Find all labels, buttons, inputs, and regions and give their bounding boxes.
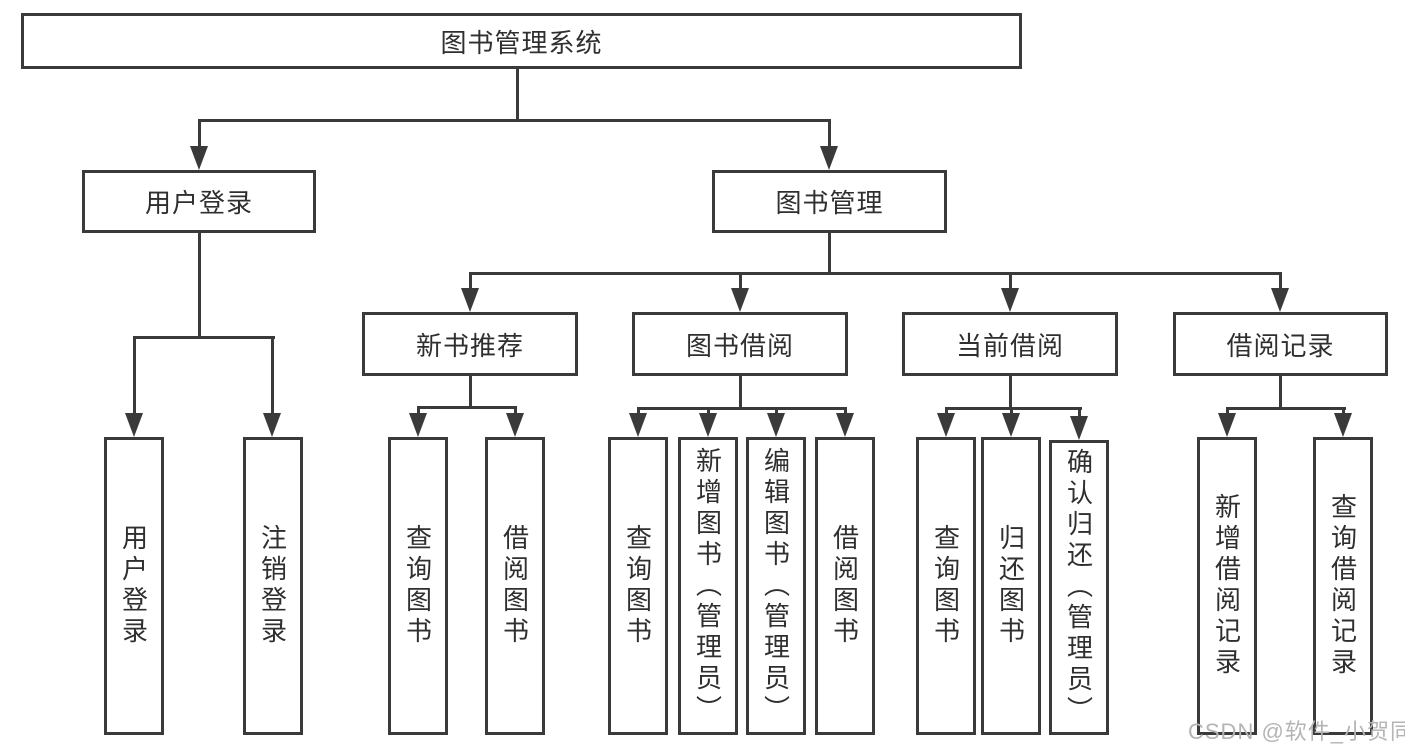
connector-new-book-stem xyxy=(469,376,472,408)
arrowhead-leaf-query-current xyxy=(937,413,955,437)
arrowhead-leaf-confirm-return xyxy=(1070,416,1088,440)
connector-to-leaf-borrow-recommend xyxy=(514,407,517,416)
connector-to-leaf-query-recommend xyxy=(417,407,420,416)
connector-current-borrowing-crossbar xyxy=(945,407,1082,410)
connector-borrowing-records-crossbar xyxy=(1226,407,1346,410)
connector-borrowing-records-stem xyxy=(1279,376,1282,409)
arrowhead-leaf-query-borrowing xyxy=(629,413,647,437)
connector-to-user-login xyxy=(198,120,201,148)
connector-to-leaf-confirm-return xyxy=(1078,408,1081,416)
arrowhead-book-management xyxy=(820,146,838,170)
connector-to-leaf-logout xyxy=(271,337,274,415)
connector-book-management-stem xyxy=(828,233,831,274)
connector-to-current-borrowing xyxy=(1009,273,1012,291)
leaf-query-borrow-record: 查询借阅记录 xyxy=(1313,437,1373,735)
connector-book-borrowing-crossbar xyxy=(637,407,847,410)
connector-book-management-crossbar xyxy=(469,272,1282,275)
connector-to-leaf-query-record xyxy=(1342,408,1345,416)
arrowhead-leaf-logout xyxy=(263,413,281,437)
connector-to-leaf-query-borrowing xyxy=(637,408,640,416)
node-root-library-management-system: 图书管理系统 xyxy=(21,13,1022,69)
connector-user-login-crossbar xyxy=(133,336,275,339)
connector-to-leaf-user-login xyxy=(133,337,136,415)
arrowhead-leaf-user-login xyxy=(125,413,143,437)
arrowhead-leaf-add-record xyxy=(1218,413,1236,437)
arrowhead-leaf-edit-books xyxy=(767,413,785,437)
connector-new-book-crossbar xyxy=(417,406,517,409)
arrowhead-leaf-return-books xyxy=(1002,413,1020,437)
connector-to-leaf-add-books xyxy=(707,408,710,416)
leaf-borrow-books-recommend: 借阅图书 xyxy=(485,437,545,735)
arrowhead-new-book xyxy=(461,288,479,312)
leaf-add-borrow-record: 新增借阅记录 xyxy=(1197,437,1257,735)
connector-to-leaf-borrow-books xyxy=(844,408,847,416)
leaf-user-login: 用户登录 xyxy=(104,437,164,735)
node-user-login: 用户登录 xyxy=(82,170,316,233)
connector-root-crossbar xyxy=(198,119,831,122)
connector-to-borrowing-records xyxy=(1279,273,1282,291)
connector-to-book-borrowing xyxy=(739,273,742,291)
arrowhead-leaf-query-recommend xyxy=(409,413,427,437)
arrowhead-borrowing-records xyxy=(1271,288,1289,312)
leaf-return-books: 归还图书 xyxy=(981,437,1041,735)
connector-current-borrowing-stem xyxy=(1009,376,1012,409)
csdn-watermark: CSDN @软件_小贺同学 xyxy=(1188,719,1405,744)
leaf-edit-books-admin: 编辑图书（管理员） xyxy=(746,437,806,735)
leaf-borrow-books: 借阅图书 xyxy=(815,437,875,735)
arrowhead-book-borrowing xyxy=(731,288,749,312)
connector-to-leaf-edit-books xyxy=(775,408,778,416)
connector-to-new-book xyxy=(469,273,472,291)
connector-root-stem xyxy=(516,69,519,121)
arrowhead-leaf-borrow-books xyxy=(836,413,854,437)
connector-to-book-management xyxy=(828,120,831,148)
arrowhead-leaf-query-record xyxy=(1334,413,1352,437)
arrowhead-leaf-borrow-recommend xyxy=(506,413,524,437)
arrowhead-user-login xyxy=(190,146,208,170)
connector-user-login-stem xyxy=(198,233,201,338)
leaf-query-books-borrowing: 查询图书 xyxy=(608,437,668,735)
node-borrowing-records: 借阅记录 xyxy=(1173,312,1388,376)
connector-to-leaf-query-current xyxy=(945,408,948,416)
connector-book-borrowing-stem xyxy=(739,376,742,409)
node-book-management: 图书管理 xyxy=(712,170,947,233)
node-current-borrowing: 当前借阅 xyxy=(902,312,1118,376)
leaf-logout: 注销登录 xyxy=(243,437,303,735)
leaf-query-books-recommend: 查询图书 xyxy=(388,437,448,735)
leaf-add-books-admin: 新增图书（管理员） xyxy=(678,437,738,735)
arrowhead-leaf-add-books xyxy=(699,413,717,437)
connector-to-leaf-return-books xyxy=(1010,408,1013,416)
arrowhead-current-borrowing xyxy=(1001,288,1019,312)
node-new-book-recommendation: 新书推荐 xyxy=(362,312,578,376)
connector-to-leaf-add-record xyxy=(1226,408,1229,416)
leaf-confirm-return-admin: 确认归还（管理员） xyxy=(1049,440,1109,735)
node-book-borrowing: 图书借阅 xyxy=(632,312,848,376)
leaf-query-books-current: 查询图书 xyxy=(916,437,976,735)
